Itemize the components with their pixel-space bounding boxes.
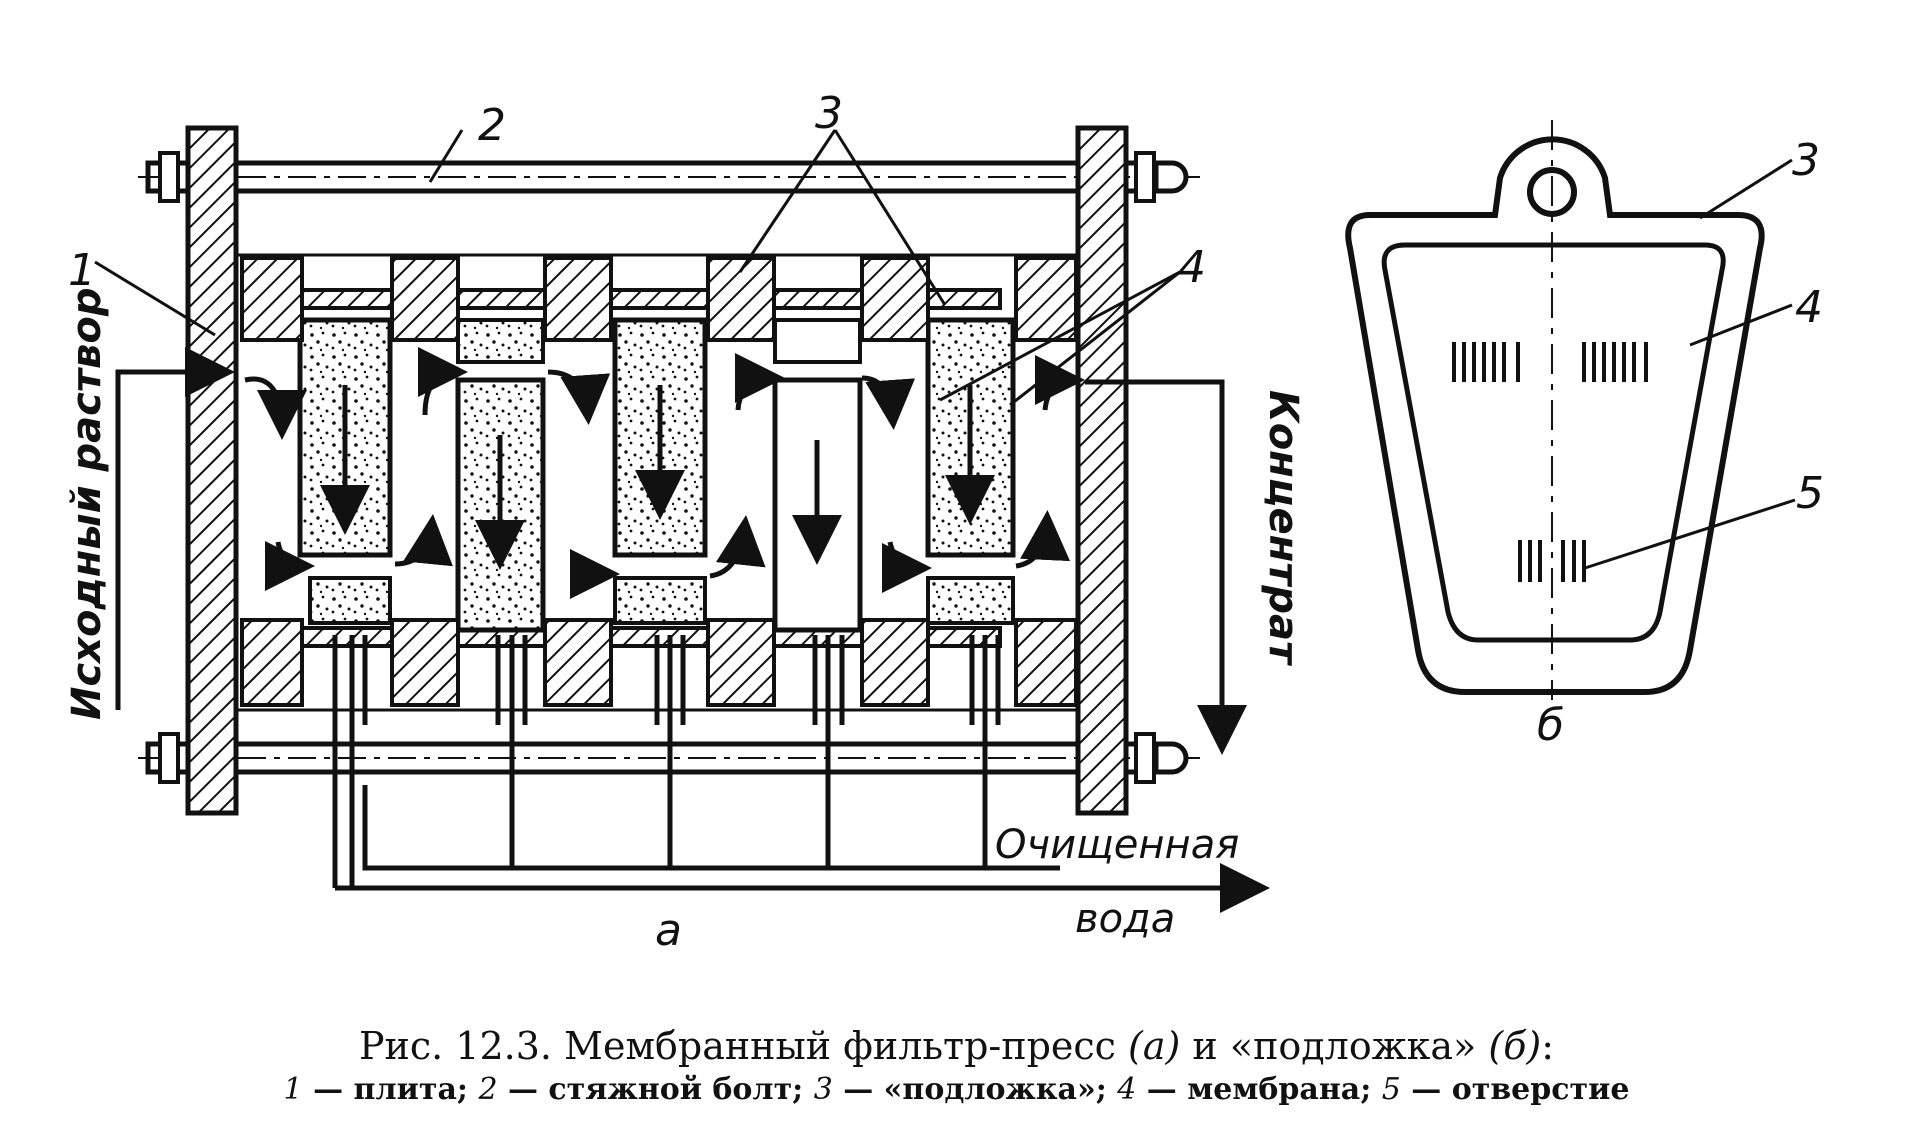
caption-title-prefix: Рис. 12.3. Мембранный фильтр-пресс — [358, 1024, 1129, 1068]
flow-arrows — [244, 347, 1085, 599]
mounting-hole — [1527, 167, 1577, 217]
legend-text: — отверстие — [1400, 1072, 1630, 1107]
part-a-letter: а — [655, 905, 682, 956]
tie-bolt-top — [138, 151, 1200, 203]
figure-caption: Рис. 12.3. Мембранный фильтр-пресс (а) и… — [0, 1022, 1913, 1110]
caption-title-end: : — [1541, 1024, 1555, 1068]
callout-1-plate: 1 — [68, 245, 96, 296]
legend-num: 4 — [1117, 1072, 1137, 1107]
filter-press-drawing: 1 2 3 4 Исходный раствор Концентрат Очищ… — [64, 88, 1306, 956]
inlet-line — [115, 347, 235, 710]
callout-5-hole: 5 — [1796, 468, 1824, 519]
spacer-blocks — [240, 256, 1078, 707]
legend-num: 5 — [1381, 1072, 1401, 1107]
caption-title-a: (а) — [1128, 1024, 1181, 1068]
substrate-drawing: 3 4 5 б — [1345, 120, 1824, 751]
legend-text: — «подложка»; — [832, 1072, 1118, 1107]
legend-text: — плита; — [302, 1072, 479, 1107]
end-plate-left — [185, 125, 239, 816]
clean-water-label-line1: Очищенная — [995, 822, 1239, 868]
clean-water-collector — [332, 635, 1270, 913]
legend-num: 1 — [283, 1072, 303, 1107]
caption-title-mid: и «подложка» — [1180, 1024, 1489, 1068]
substrate-channels — [297, 317, 1016, 633]
inlet-label: Исходный раствор — [64, 288, 110, 720]
membrane-outline — [1381, 242, 1726, 643]
substrate-outline — [1345, 136, 1765, 695]
part-b-letter: б — [1537, 700, 1564, 751]
caption-title: Рис. 12.3. Мембранный фильтр-пресс (а) и… — [0, 1022, 1913, 1070]
leader-lines — [94, 129, 1181, 407]
callout-3-substrate: 3 — [815, 88, 843, 139]
callout-4-membrane-b: 4 — [1795, 282, 1823, 333]
legend-num: 3 — [813, 1072, 833, 1107]
callout-4-membrane: 4 — [1178, 242, 1206, 293]
filter-press-figure: 1 2 3 4 Исходный раствор Концентрат Очищ… — [64, 88, 1824, 956]
clean-water-label-line2: вода — [1075, 896, 1175, 942]
concentrate-label: Концентрат — [1260, 390, 1306, 667]
end-plate-right — [1075, 125, 1129, 816]
tie-bolt-bottom — [138, 732, 1200, 784]
concentrate-outlet-line — [1085, 379, 1247, 755]
callout-2-tie-bolt: 2 — [478, 100, 506, 151]
hole-groups — [1452, 342, 1648, 582]
legend-text: — стяжной болт; — [497, 1072, 814, 1107]
legend-num: 2 — [478, 1072, 498, 1107]
legend-text: — мембрана; — [1136, 1072, 1382, 1107]
caption-title-b: (б) — [1488, 1024, 1542, 1068]
caption-legend: 1 — плита; 2 — стяжной болт; 3 — «подлож… — [0, 1070, 1913, 1110]
callout-3-substrate-b: 3 — [1792, 135, 1820, 186]
leader-lines-b — [1584, 158, 1796, 570]
